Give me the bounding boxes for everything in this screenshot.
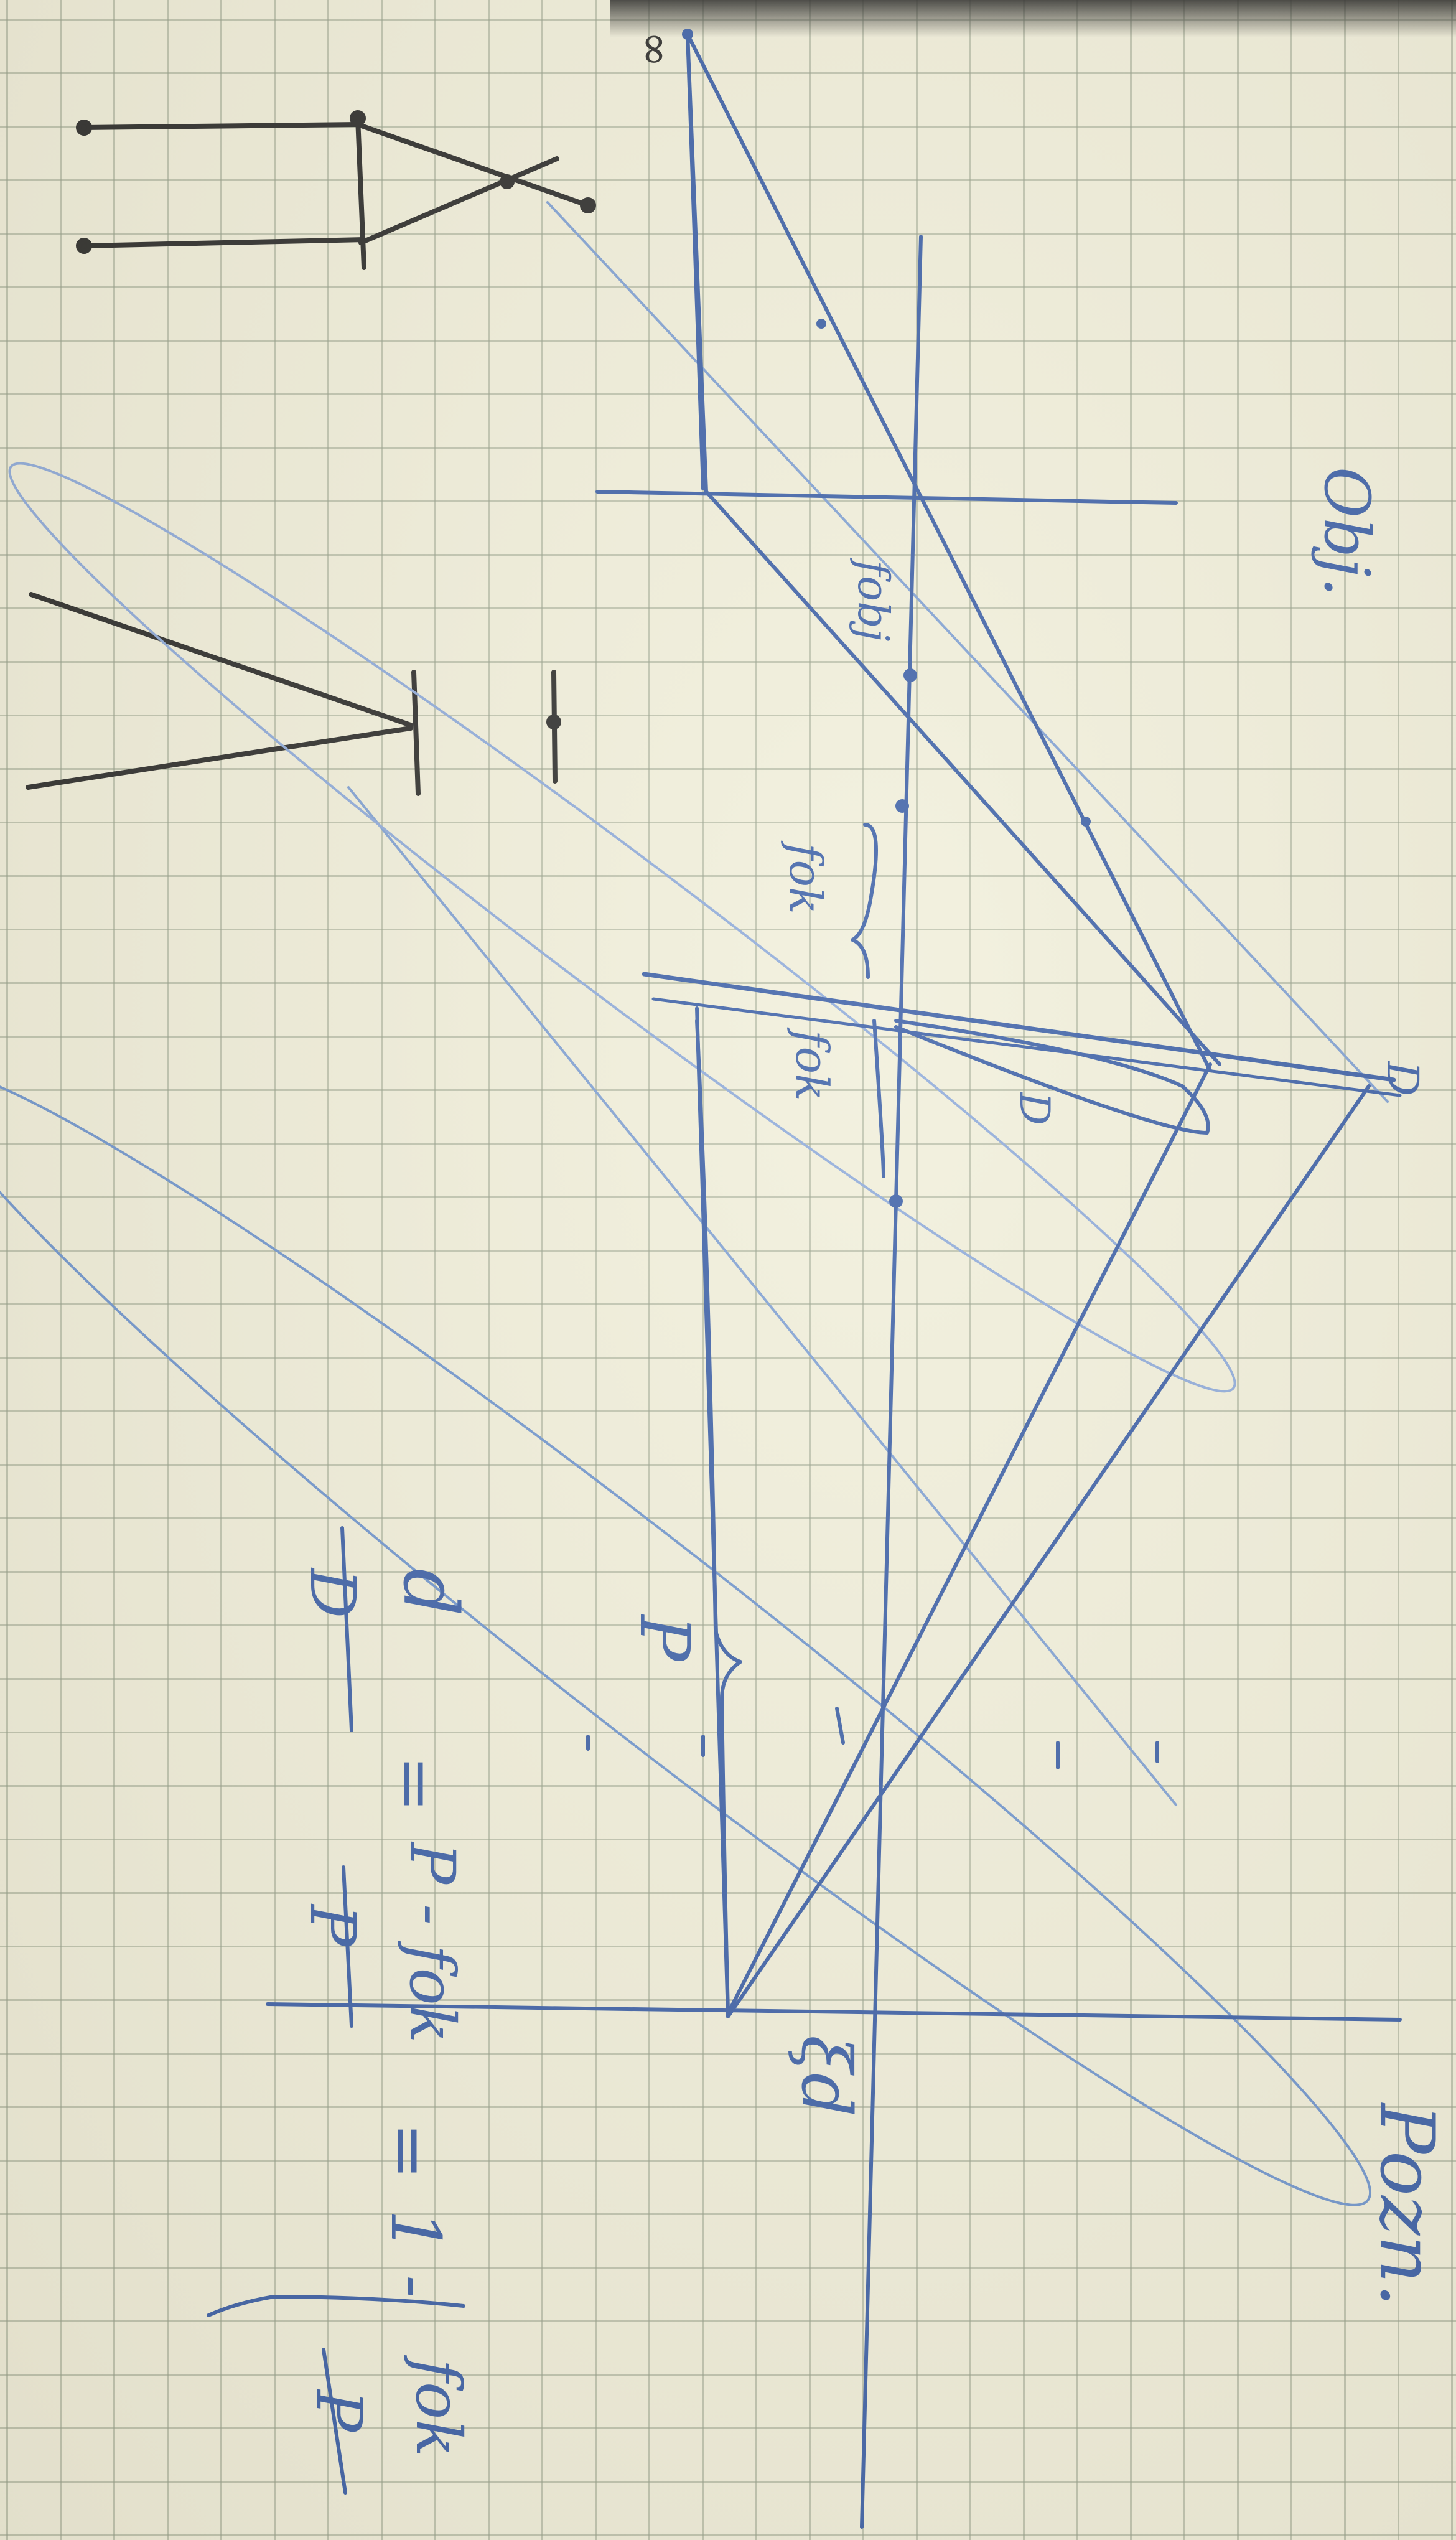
ray-diagram bbox=[207, 32, 1402, 2529]
pozn-label: Pozn. bbox=[1363, 2102, 1450, 2307]
mid-denominator: P bbox=[296, 1903, 369, 1947]
equals-2: = bbox=[370, 2122, 449, 2180]
formula: d D = P - fok P = 1 - fok P bbox=[296, 1567, 475, 2457]
mid-numerator: P - fok bbox=[396, 1841, 469, 2043]
P-label: P bbox=[625, 1614, 704, 1662]
optical-axis bbox=[860, 235, 923, 2529]
infinity-label: ∞ bbox=[630, 31, 681, 67]
D-lens-label: D bbox=[1377, 1060, 1428, 1096]
rhs-numerator: fok bbox=[402, 2355, 475, 2457]
d-small-label: D bbox=[1010, 1092, 1058, 1125]
one-minus: 1 - bbox=[376, 2210, 455, 2298]
f-ok-label-2: fok bbox=[786, 1027, 838, 1101]
obj-label: Obj. bbox=[1310, 467, 1383, 597]
scan-edge-shadow bbox=[610, 0, 1456, 37]
f-ok-label-1: fok bbox=[780, 840, 832, 914]
f-obj-label: fobj bbox=[848, 557, 897, 642]
lhs-numerator: d bbox=[386, 1568, 473, 1616]
eyepiece-schematic bbox=[26, 592, 561, 796]
xi-d-label: ξd bbox=[786, 2035, 866, 2117]
equals-1: = bbox=[376, 1755, 455, 1812]
telescope-schematic bbox=[76, 110, 596, 270]
lhs-denominator: D bbox=[296, 1567, 369, 1618]
focal-points bbox=[682, 29, 1091, 1208]
construction-lines bbox=[0, 201, 1389, 2206]
rhs-denominator: P bbox=[302, 2389, 375, 2433]
